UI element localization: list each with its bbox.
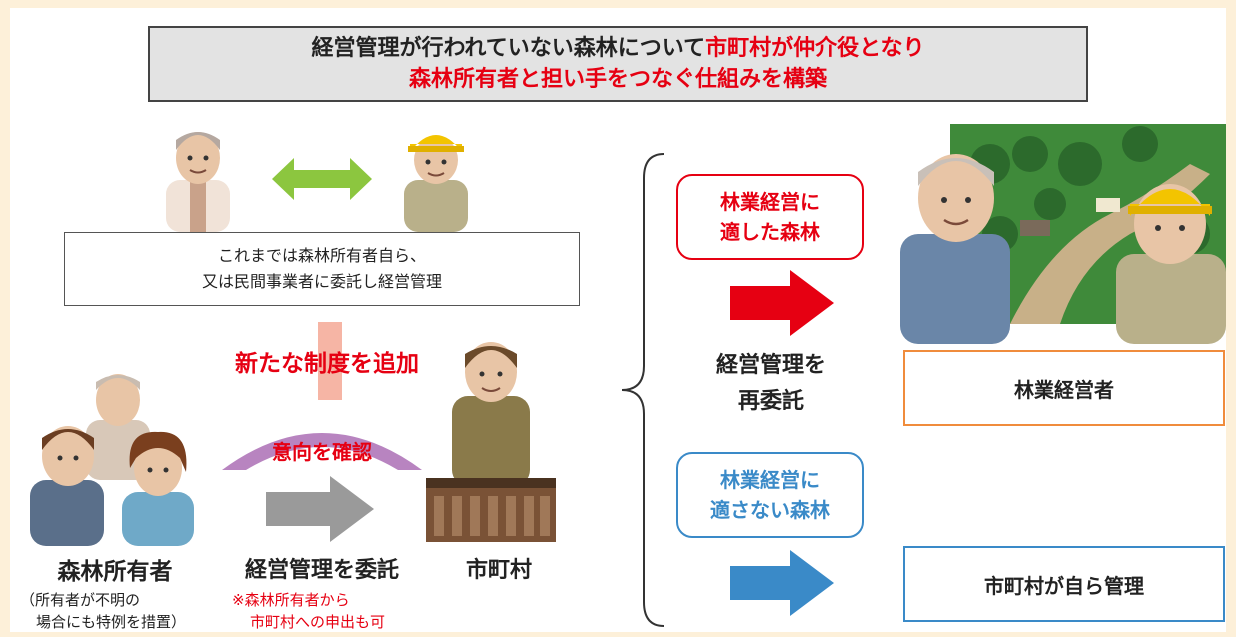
unsuitable-forest-line-1: 林業経営に bbox=[720, 468, 820, 492]
plus-icon bbox=[318, 322, 342, 400]
municipality-figure bbox=[426, 342, 556, 542]
owner-figure-top bbox=[166, 132, 230, 232]
blue-arrow-icon bbox=[730, 550, 834, 616]
owners-note-line-2: 場合にも特例を措置） bbox=[36, 613, 187, 631]
owners-note-line-1: （所有者が不明の bbox=[20, 591, 141, 609]
title-line-1-red: 市町村が仲介役となり bbox=[705, 36, 925, 61]
title-line-2: 森林所有者と担い手をつなぐ仕組みを構築 bbox=[408, 67, 827, 92]
entrust-note-line-1: ※森林所有者から bbox=[232, 591, 350, 609]
forest-owners-label: 森林所有者 bbox=[57, 559, 173, 585]
red-arrow-icon bbox=[730, 270, 834, 336]
current-practice-line-2: 又は民間事業者に委託し経営管理 bbox=[201, 272, 442, 291]
suitable-forest-line-2: 適した森林 bbox=[720, 220, 820, 244]
unsuitable-forest-line-2: 適さない森林 bbox=[710, 498, 830, 522]
re-entrust-label: 経営管理を 再委託 bbox=[696, 348, 846, 420]
forest-worker-figure-top bbox=[404, 135, 468, 232]
double-arrow-icon bbox=[272, 158, 372, 200]
confirm-intent-label: 意向を確認 bbox=[272, 440, 372, 464]
entrust-note-line-2: 市町村への申出も可 bbox=[250, 613, 386, 631]
new-system-label: 新たな制度を追加 bbox=[235, 351, 419, 377]
municipality-label: 市町村 bbox=[465, 558, 532, 583]
current-practice-line-1: これまでは森林所有者自ら、 bbox=[217, 246, 426, 265]
municipality-self-manage-box: 市町村が自ら管理 bbox=[903, 546, 1225, 622]
forest-owners-figure bbox=[30, 374, 194, 546]
curly-brace bbox=[621, 153, 665, 627]
gray-arrow-icon bbox=[266, 476, 374, 542]
forest-scene-illustration bbox=[900, 124, 1226, 344]
confirm-intent-arc bbox=[222, 433, 422, 470]
unsuitable-forest-pill: 林業経営に 適さない森林 bbox=[676, 452, 864, 538]
suitable-forest-pill: 林業経営に 適した森林 bbox=[676, 174, 864, 260]
current-practice-box: これまでは森林所有者自ら、 又は民間事業者に委託し経営管理 bbox=[64, 232, 580, 306]
title-line-1-black: 経営管理が行われていない森林について bbox=[311, 36, 706, 61]
title-box: 経営管理が行われていない森林について市町村が仲介役となり 森林所有者と担い手をつ… bbox=[148, 26, 1088, 102]
forestry-operator-box: 林業経営者 bbox=[903, 350, 1225, 426]
entrust-label: 経営管理を委託 bbox=[244, 558, 399, 583]
re-entrust-line-1: 経営管理を bbox=[715, 353, 826, 378]
re-entrust-line-2: 再委託 bbox=[737, 389, 804, 414]
title-line-1: 経営管理が行われていない森林について市町村が仲介役となり bbox=[312, 33, 925, 64]
suitable-forest-line-1: 林業経営に bbox=[720, 190, 820, 214]
